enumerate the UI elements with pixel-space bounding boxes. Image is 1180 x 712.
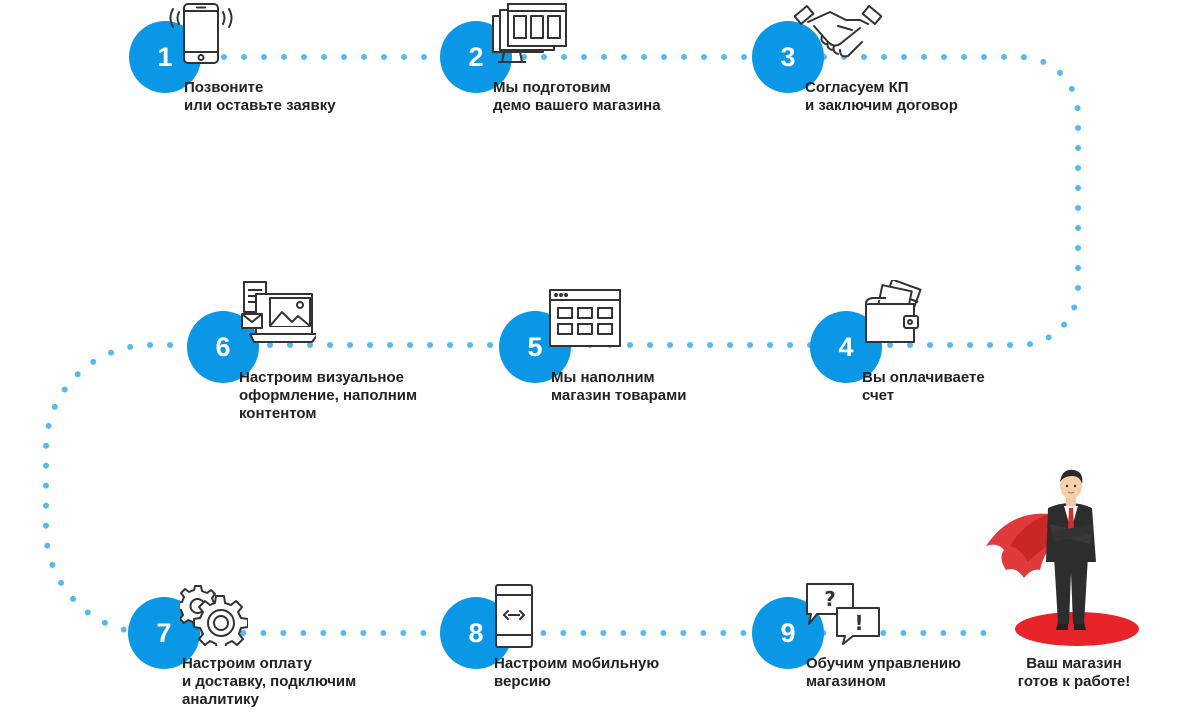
step-7-line-2: и доставку, подключим: [182, 673, 357, 690]
step-2-circle: 2: [440, 21, 512, 93]
step-2-label: Мы подготовим демо вашего магазина: [493, 79, 661, 115]
step-7-circle: 7: [128, 597, 200, 669]
step-7-line-3: аналитику: [182, 691, 259, 708]
step-8-number: 8: [468, 617, 484, 648]
step-9-label: Обучим управлению магазином: [806, 655, 961, 691]
step-7-number: 7: [156, 617, 172, 648]
step-6-line-1: Настроим визуальное: [239, 369, 404, 386]
step-8-line-1: Настроим мобильную: [494, 655, 660, 672]
step-2-line-2: демо вашего магазина: [493, 97, 661, 114]
step-5-label: Мы наполним магазин товарами: [551, 369, 686, 405]
superhero-businessman-icon: [986, 469, 1139, 646]
step-1-line-1: Позвоните: [184, 79, 264, 96]
step-4-label: Вы оплачиваете счет: [862, 369, 985, 405]
step-1-line-2: или оставьте заявку: [184, 97, 336, 114]
final-label: Ваш магазин готов к работе!: [1004, 655, 1144, 691]
step-8-line-2: версию: [494, 673, 551, 690]
step-5-line-2: магазин товарами: [551, 387, 687, 404]
design-content-icon: [241, 281, 316, 343]
final-line-2: готов к работе!: [1017, 673, 1131, 690]
step-4-line-1: Вы оплачиваете: [862, 369, 985, 386]
gears-icon: [180, 585, 248, 646]
step-6-line-2: оформление, наполним: [239, 387, 418, 404]
wallet-icon: [865, 280, 922, 343]
step-6-line-3: контентом: [239, 405, 317, 422]
phone-icon: [169, 3, 233, 64]
svg-text:!: !: [854, 611, 863, 635]
step-3-line-2: и заключим договор: [805, 97, 958, 114]
step-3-line-1: Согласуем КП: [805, 79, 909, 96]
step-1-label: Позвоните или оставьте заявку: [184, 79, 336, 115]
step-9-line-2: магазином: [806, 673, 886, 690]
step-7-line-1: Настроим оплату: [182, 655, 312, 672]
step-5-number: 5: [527, 331, 543, 362]
step-9-number: 9: [780, 617, 796, 648]
step-9-line-1: Обучим управлению: [806, 655, 961, 672]
step-3-circle: 3: [752, 21, 824, 93]
handshake-icon: [794, 5, 882, 58]
step-3-number: 3: [780, 41, 796, 72]
final-line-1: Ваш магазин: [1026, 655, 1122, 672]
step-6-label: Настроим визуальное оформление, наполним…: [239, 369, 417, 423]
step-8-label: Настроим мобильную версию: [494, 655, 659, 691]
step-2-number: 2: [468, 41, 484, 72]
step-2-line-1: Мы подготовим: [493, 79, 611, 96]
step-6-number: 6: [215, 331, 231, 362]
step-1-number: 1: [157, 41, 173, 72]
browser-catalog-icon: [549, 289, 621, 347]
mobile-responsive-icon: [495, 584, 533, 648]
step-7-label: Настроим оплату и доставку, подключим ан…: [182, 655, 356, 709]
svg-text:?: ?: [824, 587, 836, 611]
step-5-line-1: Мы наполним: [551, 369, 655, 386]
step-4-number: 4: [838, 331, 854, 362]
step-4-line-2: счет: [862, 387, 895, 404]
monitor-demo-icon: [492, 3, 567, 63]
chat-question-icon: ? !: [806, 583, 880, 645]
step-3-label: Согласуем КП и заключим договор: [805, 79, 958, 115]
